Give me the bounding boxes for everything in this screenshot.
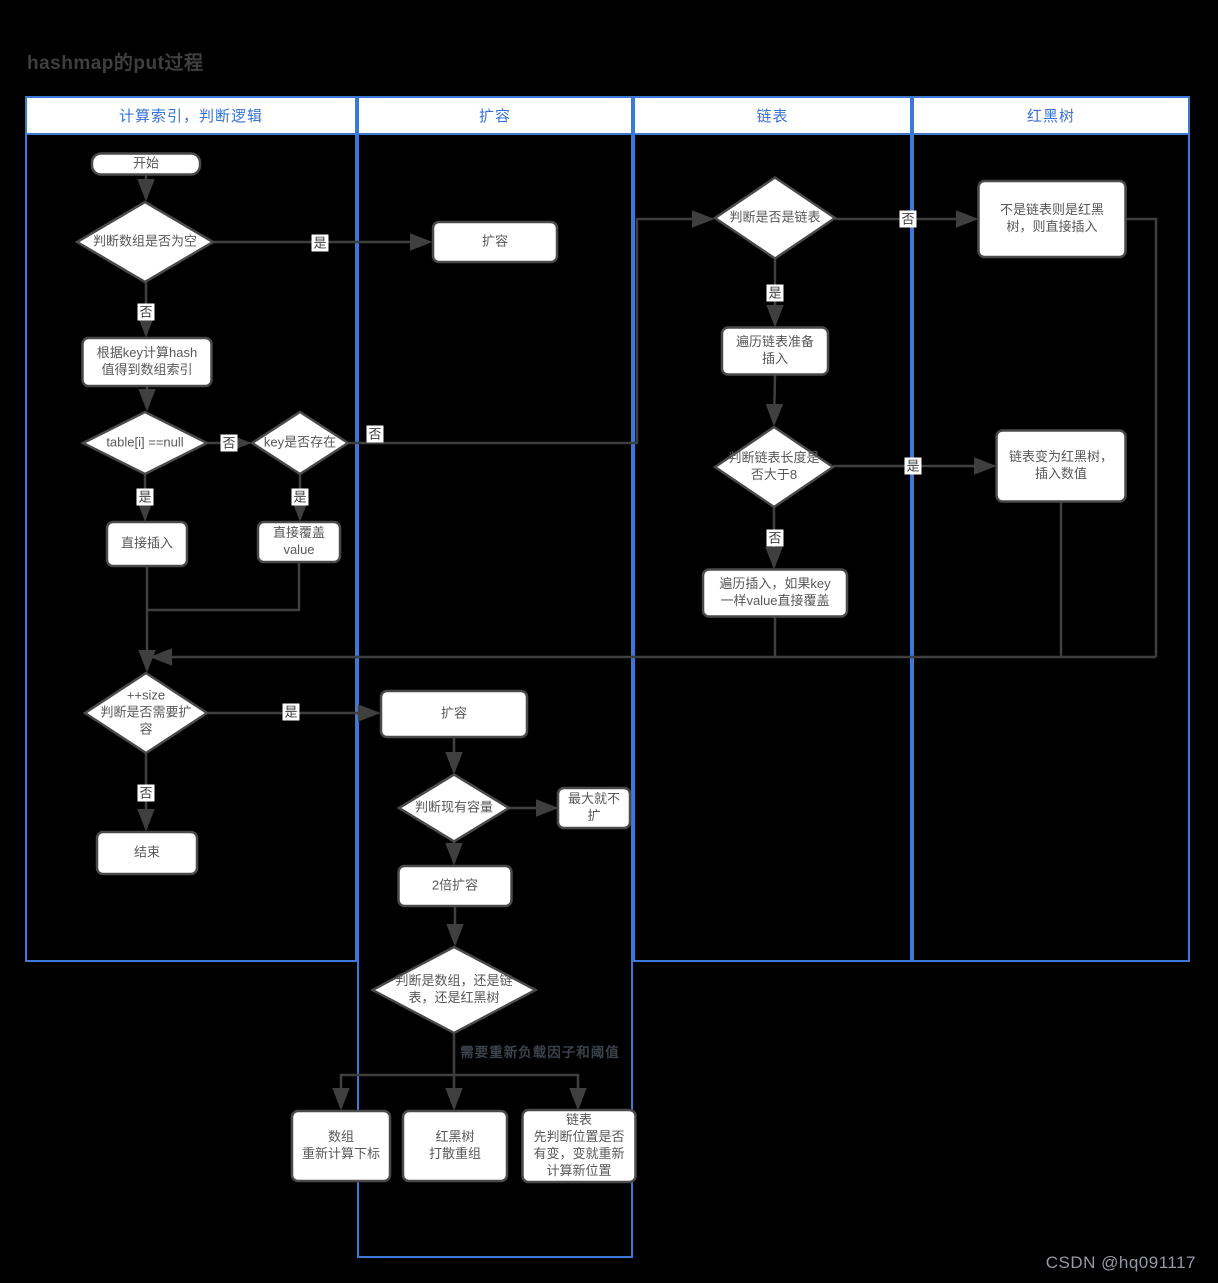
node-trav-ins — [701, 568, 849, 618]
node-list-re — [521, 1108, 637, 1184]
node-to-rbt — [995, 429, 1127, 503]
edge-label-yes: 是 — [904, 457, 922, 475]
edge-label-no: 否 — [899, 210, 917, 228]
edge-label-no: 否 — [137, 303, 155, 321]
node-d-islist — [712, 175, 838, 261]
edge-label-no: 否 — [366, 425, 384, 443]
node-expand1 — [431, 220, 559, 264]
node-calc-hash — [81, 336, 213, 388]
edge-label-no: 否 — [137, 784, 155, 802]
lane-header-3: 红黑树 — [912, 96, 1190, 135]
node-d-kind — [369, 945, 539, 1035]
edge-label-yes: 是 — [311, 234, 329, 252]
edge-label-yes: 是 — [291, 488, 309, 506]
node-d-size — [82, 671, 210, 755]
lane-body-2 — [633, 133, 912, 962]
edge-connector — [1126, 217, 1158, 657]
node-end — [95, 830, 199, 876]
edge-label-yes: 是 — [766, 284, 784, 302]
edge-label-no: 否 — [220, 434, 238, 452]
lane-body-3 — [912, 133, 1190, 962]
lane-body-1 — [357, 133, 633, 1258]
edge-label-no: 否 — [766, 529, 784, 547]
watermark: CSDN @hq091117 — [1045, 1253, 1196, 1272]
edge-connector — [147, 562, 301, 612]
annotation-reload-factor: 需要重新负载因子和阈值 — [460, 1045, 620, 1060]
node-expand2 — [379, 689, 529, 739]
diagram-title: hashmap的put过程 — [27, 53, 204, 74]
node-not-list — [977, 179, 1127, 259]
edge-connector — [332, 1073, 454, 1111]
node-traverse — [720, 326, 830, 376]
lane-body-0 — [25, 133, 357, 962]
node-d-empty — [74, 200, 216, 284]
node-start — [90, 152, 202, 176]
node-d-null — [80, 410, 210, 476]
edge-connector — [765, 374, 784, 427]
node-d-key — [249, 410, 351, 476]
edge-connector — [348, 210, 715, 445]
node-max-no — [556, 786, 632, 830]
node-d-cap — [396, 773, 512, 843]
node-insert — [105, 520, 189, 568]
node-double — [397, 864, 513, 908]
node-overwrite — [256, 520, 342, 564]
node-d-len8 — [712, 425, 836, 509]
node-rbt-re — [401, 1109, 509, 1183]
edge-label-yes: 是 — [282, 703, 300, 721]
edge-connector — [454, 1073, 587, 1111]
node-arr-re — [290, 1109, 392, 1183]
edge-label-yes: 是 — [136, 488, 154, 506]
